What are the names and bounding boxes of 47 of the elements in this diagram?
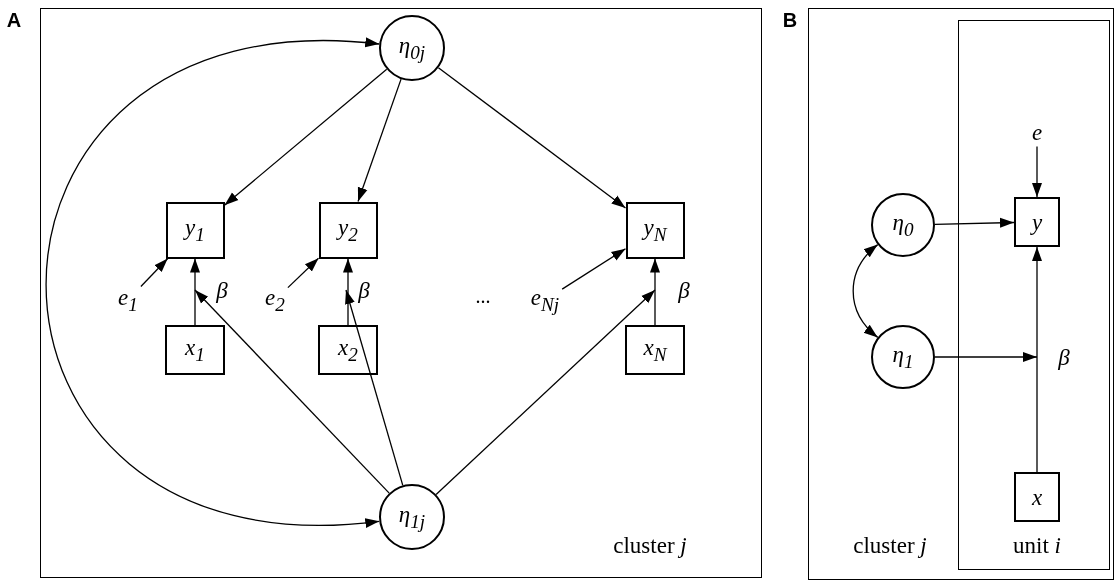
- error-term-label: e$_{1}$: [117, 285, 139, 315]
- panel-frame: [958, 20, 1110, 570]
- latent-variable-circle: η$_{0}$: [871, 193, 935, 257]
- error-term-label: e: [1030, 119, 1044, 145]
- arrow: [223, 68, 388, 206]
- arrow: [140, 257, 169, 288]
- arrow: [194, 289, 390, 494]
- panel-letter: A: [6, 10, 22, 30]
- cluster-label: unit i: [1013, 533, 1061, 557]
- arrow: [345, 289, 404, 486]
- edge-label: β: [358, 278, 370, 302]
- arrow: [1032, 145, 1042, 198]
- panel-frame: [808, 8, 1114, 580]
- ellipsis-label: ...: [475, 286, 491, 306]
- arrow: [934, 217, 1015, 228]
- observed-variable-box: y$_{2}$: [318, 201, 378, 259]
- arrow: [343, 257, 353, 326]
- latent-variable-circle: η$_{0j}$: [379, 15, 445, 81]
- arrow: [650, 257, 660, 326]
- cluster-label: cluster j: [613, 533, 687, 557]
- observed-variable-box: y$_{1}$: [165, 201, 225, 259]
- panel-letter: B: [782, 10, 798, 30]
- edge-label: β: [1058, 345, 1070, 369]
- arrow: [852, 243, 879, 339]
- observed-variable-box: x$_{2}$: [318, 325, 378, 375]
- latent-variable-circle: η$_{1}$: [871, 325, 935, 389]
- observed-variable-box: x$_{1}$: [165, 325, 225, 375]
- error-term-label: e$_{Nj}$: [529, 285, 561, 315]
- observed-variable-box: y$_{N}$: [625, 201, 685, 259]
- edge-label: β: [216, 278, 228, 302]
- observed-variable-box: x$_{N}$: [625, 325, 685, 375]
- observed-variable-box: x: [1014, 472, 1060, 522]
- observed-variable-box: y: [1014, 197, 1060, 247]
- arrow: [437, 67, 627, 209]
- panel-frame: [40, 8, 762, 578]
- arrow: [561, 248, 627, 290]
- arrow: [435, 289, 656, 496]
- arrow: [287, 257, 320, 289]
- arrow: [357, 78, 402, 203]
- arrow: [190, 257, 200, 326]
- edge-label: β: [678, 278, 690, 302]
- cluster-label: cluster j: [853, 533, 927, 557]
- arrow: [45, 38, 380, 527]
- latent-variable-circle: η$_{1j}$: [379, 484, 445, 550]
- error-term-label: e$_{2}$: [264, 285, 286, 315]
- arrow: [1032, 246, 1042, 473]
- arrow: [934, 352, 1038, 362]
